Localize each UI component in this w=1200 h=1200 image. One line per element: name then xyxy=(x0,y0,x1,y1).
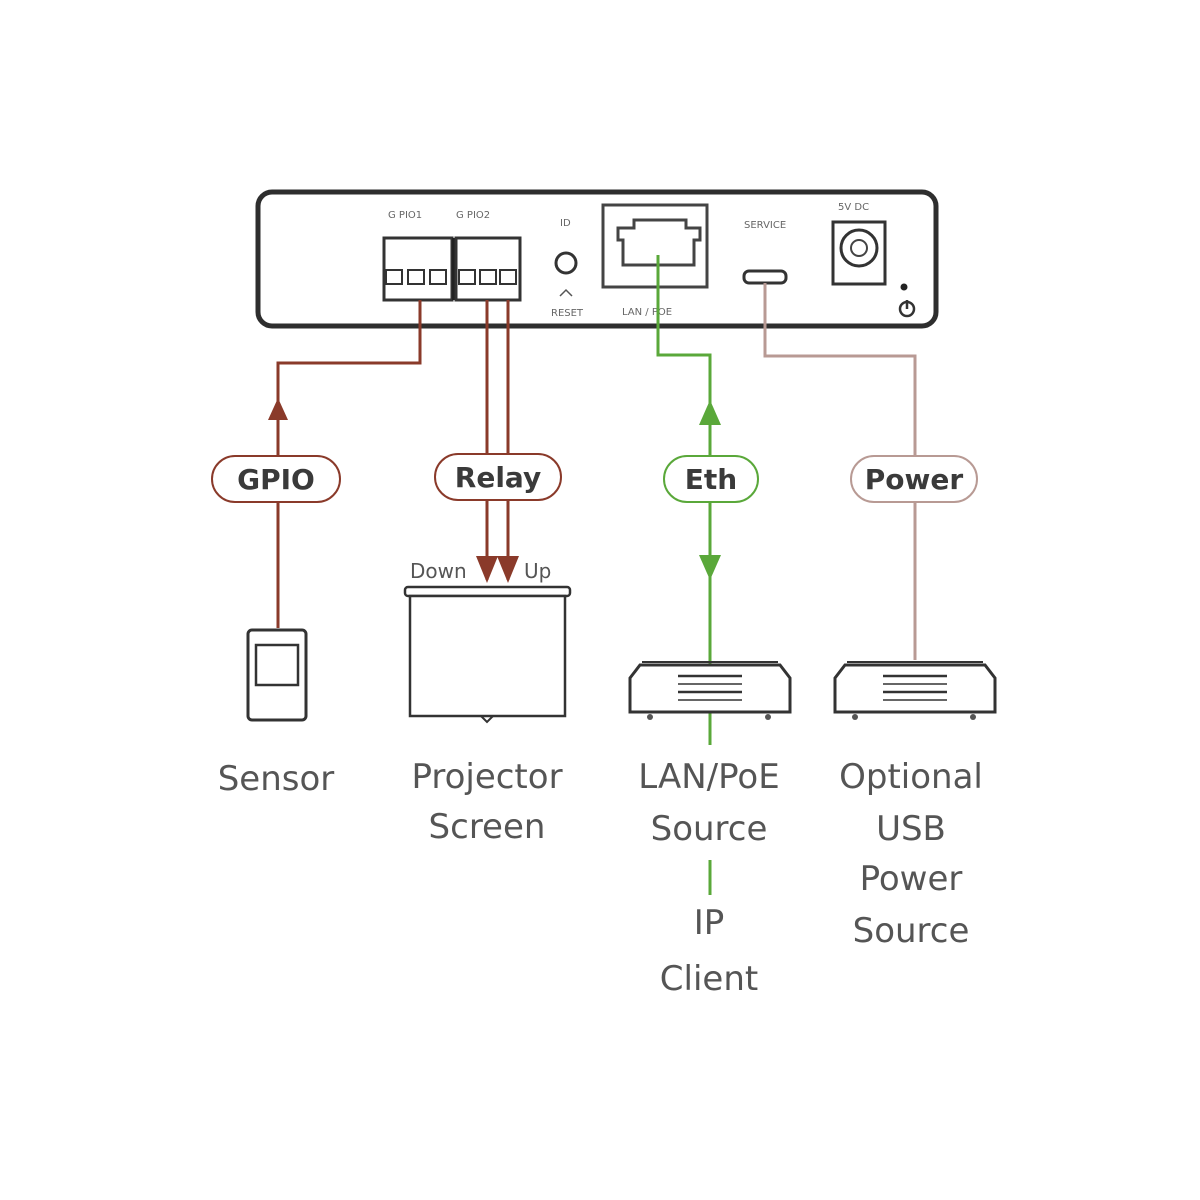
eth-pill: Eth xyxy=(663,455,759,503)
eth-line xyxy=(656,255,712,745)
id-button-icon xyxy=(554,251,578,275)
eth-connection xyxy=(656,255,721,895)
relay-terminal-block: G PIO2 xyxy=(454,210,522,302)
eth-arrow-down-icon xyxy=(699,555,721,580)
gpio-pill-label: GPIO xyxy=(237,463,315,496)
caption-line: Source xyxy=(853,911,970,951)
lan-source-caption: LAN/PoE Source xyxy=(638,757,779,849)
id-label: ID xyxy=(560,218,571,229)
reset-icon xyxy=(559,288,573,297)
sensor-device xyxy=(246,628,308,722)
eth-pill-label: Eth xyxy=(685,463,737,496)
rj45-socket-icon xyxy=(616,218,702,267)
relay-up-arrow-icon xyxy=(497,556,519,583)
projector-screen-device: Down Up xyxy=(403,559,572,724)
ip-client-caption: IP Client xyxy=(660,903,758,999)
eth-arrow-up-icon xyxy=(699,400,721,425)
relay-connection xyxy=(476,300,519,583)
lan-poe-source-device xyxy=(628,661,792,720)
relay-down-label: Down xyxy=(410,559,467,583)
caption-line: IP xyxy=(694,903,725,943)
power-connection xyxy=(763,283,917,660)
gpio-pill: GPIO xyxy=(211,455,341,503)
usb-power-caption: Optional USB Power Source xyxy=(839,757,983,951)
reset-label: RESET xyxy=(551,308,584,319)
projector-caption: Projector Screen xyxy=(411,757,562,847)
caption-line: Screen xyxy=(429,807,546,847)
gpio-terminal-block: G PIO1 xyxy=(382,210,454,302)
dc-label: 5V DC xyxy=(838,202,869,213)
lan-poe-port: LAN / POE xyxy=(601,203,709,318)
device-panel: G PIO1 G PIO2 ID RESET LAN / POE xyxy=(255,189,939,329)
sensor-caption: Sensor xyxy=(218,759,335,799)
caption-line: Power xyxy=(860,859,963,899)
dc-power-port: 5V DC xyxy=(831,202,916,318)
relay-up-label: Up xyxy=(524,559,551,583)
id-button: ID RESET xyxy=(551,218,584,319)
micro-usb-icon xyxy=(742,269,788,285)
caption-line: Client xyxy=(660,959,758,999)
caption-line: LAN/PoE xyxy=(638,757,779,797)
gpio-arrow-up-icon xyxy=(268,398,288,420)
caption-line: Optional xyxy=(839,757,983,797)
service-label: SERVICE xyxy=(744,220,786,231)
power-line xyxy=(763,283,917,660)
usb-power-source-device xyxy=(833,661,997,720)
screen-housing-icon xyxy=(403,585,572,598)
relay-pill-label: Relay xyxy=(455,461,541,494)
relay-block-label: G PIO2 xyxy=(456,210,490,221)
led-indicator xyxy=(900,283,908,291)
usb-power-adapter-icon xyxy=(833,663,997,714)
caption-line: Sensor xyxy=(218,759,335,799)
caption-line: Projector xyxy=(411,757,562,797)
lan-port-label: LAN / POE xyxy=(622,307,672,318)
gpio-block-label: G PIO1 xyxy=(388,210,422,221)
lan-switch-icon xyxy=(628,663,792,714)
relay-down-arrow-icon xyxy=(476,556,498,583)
caption-line: USB xyxy=(876,809,946,849)
relay-pill: Relay xyxy=(434,453,562,501)
caption-line: Source xyxy=(651,809,768,849)
power-pill: Power xyxy=(850,455,978,503)
screen-surface-icon xyxy=(408,594,567,718)
power-pill-label: Power xyxy=(865,463,964,496)
